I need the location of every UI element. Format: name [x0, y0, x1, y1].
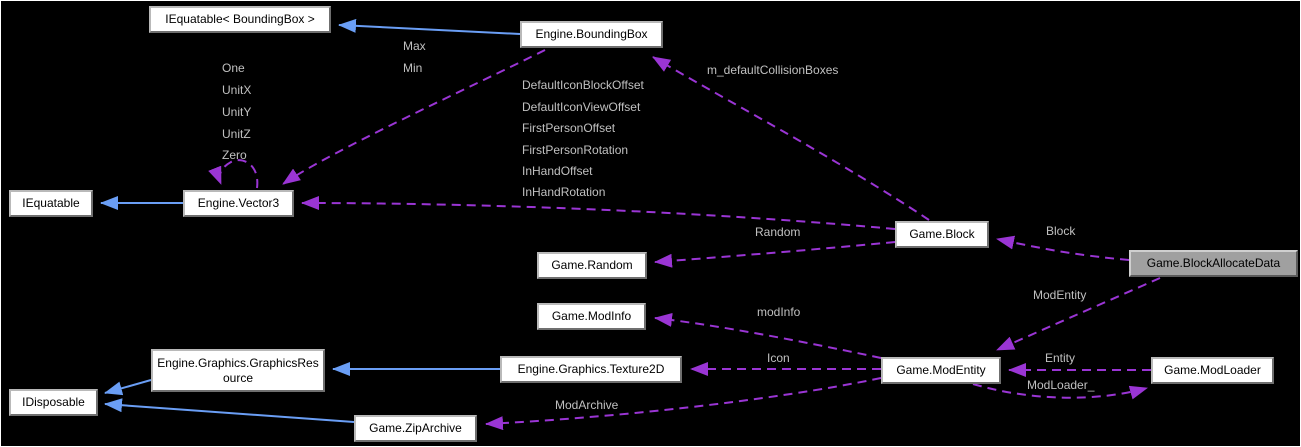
- edge-modentity-modloader: [972, 383, 1148, 400]
- node-iequatable-boundingbox[interactable]: IEquatable< BoundingBox >: [149, 6, 331, 33]
- edge-label-block: Block: [1046, 224, 1076, 238]
- edge-boundingbox-iequatablebb: [338, 18, 521, 35]
- node-engine-boundingbox[interactable]: Engine.BoundingBox: [520, 21, 663, 48]
- node-game-modentity[interactable]: Game.ModEntity: [881, 357, 1001, 384]
- edge-label-min: Min: [403, 61, 423, 75]
- edge-label-firstpersonrotation: FirstPersonRotation: [522, 143, 629, 157]
- node-engine-vector3[interactable]: Engine.Vector3: [183, 190, 294, 217]
- inheritance-edges: [100, 18, 521, 423]
- node-game-ziparchive[interactable]: Game.ZipArchive: [354, 415, 477, 442]
- edge-blockallocatedata-modentity: [996, 277, 1161, 351]
- edge-label-modloader: ModLoader_: [1027, 378, 1095, 392]
- node-game-block[interactable]: Game.Block: [895, 221, 989, 248]
- edge-label-m-defaultcollisionboxes: m_defaultCollisionBoxes: [707, 63, 839, 77]
- edge-label-inhandoffset: InHandOffset: [522, 164, 593, 178]
- edge-graphicsresource-idisposable: [104, 379, 152, 396]
- edge-label-modentity: ModEntity: [1033, 288, 1087, 302]
- node-engine-graphics-graphicsresource[interactable]: Engine.Graphics.GraphicsResource: [151, 349, 325, 392]
- edge-label-defaulticonblockoffset: DefaultIconBlockOffset: [522, 78, 644, 92]
- edge-block-random: [654, 241, 896, 268]
- node-game-modinfo[interactable]: Game.ModInfo: [537, 303, 646, 330]
- edge-block-vector3: [301, 196, 896, 230]
- edge-label-icon: Icon: [767, 351, 790, 365]
- node-idisposable[interactable]: IDisposable: [9, 389, 98, 416]
- node-game-blockallocatedata: Game.BlockAllocateData: [1129, 250, 1298, 277]
- edge-label-unitz: UnitZ: [222, 127, 251, 141]
- edge-label-unitx: UnitX: [222, 83, 252, 97]
- edge-label-entity: Entity: [1045, 351, 1076, 365]
- edge-block-boundingbox: [652, 56, 930, 221]
- edge-ziparchive-idisposable: [104, 398, 355, 423]
- edge-label-random: Random: [755, 225, 801, 239]
- edge-blockallocatedata-block: [996, 235, 1130, 261]
- edge-label-one: One: [222, 61, 245, 75]
- node-game-random[interactable]: Game.Random: [537, 252, 647, 279]
- edge-label-defaulticonviewoffset: DefaultIconViewOffset: [522, 100, 641, 114]
- edge-label-max: Max: [403, 39, 426, 53]
- node-iequatable[interactable]: IEquatable: [9, 190, 93, 217]
- node-game-modloader[interactable]: Game.ModLoader: [1151, 357, 1274, 384]
- edge-label-modarchive: ModArchive: [555, 398, 619, 412]
- edge-vector3-selfloop: [208, 159, 259, 189]
- edge-label-zero: Zero: [222, 148, 247, 162]
- edge-label-firstpersonoffset: FirstPersonOffset: [522, 121, 616, 135]
- edge-modentity-modinfo: [654, 312, 882, 359]
- edge-modentity-ziparchive: [485, 377, 882, 431]
- edge-label-unity: UnitY: [222, 105, 252, 119]
- edge-label-inhandrotation: InHandRotation: [522, 185, 606, 199]
- edge-label-modinfo: modInfo: [757, 305, 801, 319]
- usage-edges: [208, 49, 1161, 431]
- node-engine-graphics-texture2d[interactable]: Engine.Graphics.Texture2D: [500, 356, 682, 383]
- edge-boundingbox-vector3: [282, 49, 546, 185]
